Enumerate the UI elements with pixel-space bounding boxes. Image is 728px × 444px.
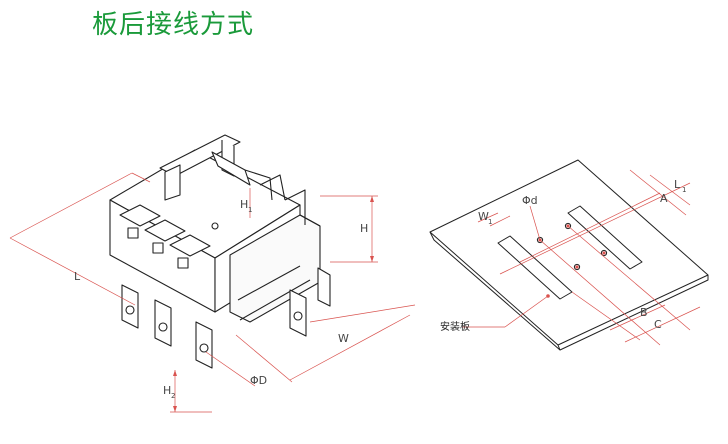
dim-H2-label: H	[163, 384, 171, 397]
dim-B-label: B	[640, 306, 648, 319]
mounting-plate-label: 安装板	[440, 320, 470, 333]
mounting-plate-drawing	[429, 159, 709, 351]
dim-phid-label: Φd	[522, 194, 538, 207]
dim-A-label: A	[660, 192, 668, 205]
page-title: 板后接线方式	[92, 10, 255, 40]
left-dimension-arrows	[173, 196, 374, 412]
dim-L1-label: L	[674, 178, 681, 191]
dim-L1-subscript: 1	[682, 186, 686, 194]
switch-body-drawing	[109, 134, 331, 369]
dim-H-label: H	[360, 222, 368, 235]
left-dimension-lines	[9, 172, 416, 413]
dim-W-label: W	[338, 332, 349, 345]
dim-L-label: L	[74, 270, 81, 283]
dim-phiD-label: ΦD	[250, 374, 267, 387]
dim-H1-label: H	[240, 198, 248, 211]
dim-H1-subscript: 1	[248, 206, 252, 214]
dim-H2-subscript: 2	[171, 392, 175, 400]
right-dimension-points	[538, 224, 606, 298]
dim-W1-label: W	[478, 210, 489, 223]
right-dimension-lines	[462, 169, 701, 346]
dim-C-label: C	[654, 318, 662, 331]
dim-W1-subscript: 1	[488, 218, 492, 226]
